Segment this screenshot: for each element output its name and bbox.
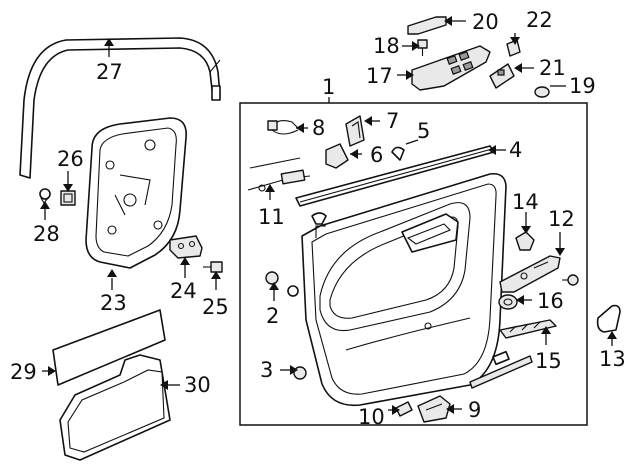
arrow-6 xyxy=(350,149,358,159)
arrow-29 xyxy=(48,366,56,376)
part-5-clip xyxy=(391,146,405,161)
arrow-28 xyxy=(40,201,50,209)
callout-11: 11 xyxy=(258,205,285,229)
arrow-25 xyxy=(211,271,221,279)
callout-12: 12 xyxy=(548,207,575,231)
arrow-26 xyxy=(63,184,73,192)
part-28-push-pin xyxy=(39,188,51,204)
part-lower-weatherstrip xyxy=(469,350,533,389)
callout-6: 6 xyxy=(370,143,383,167)
callout-22: 22 xyxy=(526,8,553,32)
part-20-bezel xyxy=(407,16,447,35)
part-25-bolt xyxy=(203,261,223,273)
callout-28: 28 xyxy=(33,222,60,246)
part-13-cap xyxy=(596,304,621,333)
callout-23: 23 xyxy=(100,291,127,315)
callout-2: 2 xyxy=(266,304,279,328)
callout-9: 9 xyxy=(468,398,481,422)
arrow-7 xyxy=(364,116,372,126)
callout-18: 18 xyxy=(373,34,400,58)
part-1-push-pin xyxy=(311,212,327,225)
part-23-inner-panel xyxy=(85,117,187,269)
part-29-tape-strip xyxy=(52,309,166,386)
part-19-cap xyxy=(534,86,550,98)
callout-25: 25 xyxy=(202,295,229,319)
callout-5: 5 xyxy=(417,119,430,143)
leader-5 xyxy=(405,139,419,145)
part-6-handle xyxy=(325,143,349,169)
callout-30: 30 xyxy=(184,373,211,397)
part-7-handle-cover xyxy=(345,115,365,147)
callout-4: 4 xyxy=(509,138,522,162)
part-21-switch xyxy=(489,63,515,89)
arrow-2 xyxy=(269,282,279,290)
part-2-fastener xyxy=(265,271,299,297)
arrow-16 xyxy=(516,295,524,305)
part-14-switch xyxy=(515,231,535,251)
part-12-screw xyxy=(562,274,579,286)
arrow-30 xyxy=(160,380,168,390)
part-1-door-trim-panel xyxy=(301,172,507,407)
arrow-18 xyxy=(412,41,420,51)
part-12-handle-bezel xyxy=(499,255,561,293)
callout-20: 20 xyxy=(472,10,499,34)
arrow-11 xyxy=(265,184,275,192)
part-16-grommet xyxy=(498,294,518,310)
part-11-release-cable xyxy=(247,157,311,192)
part-30-insulator xyxy=(59,354,171,461)
arrow-23 xyxy=(107,269,117,277)
callout-7: 7 xyxy=(386,109,399,133)
arrow-3 xyxy=(290,365,298,375)
callout-29: 29 xyxy=(10,360,37,384)
arrow-22 xyxy=(510,37,520,45)
arrow-17 xyxy=(406,70,414,80)
part-17-switch-panel xyxy=(411,45,491,91)
part-15-lower-molding xyxy=(499,319,557,339)
arrow-27 xyxy=(104,38,114,46)
arrow-24 xyxy=(180,257,190,265)
part-26-clip xyxy=(60,190,76,206)
arrow-20 xyxy=(444,16,452,26)
callout-3: 3 xyxy=(260,358,273,382)
arrow-10 xyxy=(392,405,400,415)
part-8-wire-harness xyxy=(267,119,299,135)
arrow-14 xyxy=(521,226,531,234)
callout-1: 1 xyxy=(322,75,335,99)
arrow-21 xyxy=(514,63,522,73)
part-27-frame-molding xyxy=(19,37,221,179)
part-9-bracket xyxy=(417,395,451,423)
arrow-9 xyxy=(446,404,454,414)
arrow-4 xyxy=(488,145,496,155)
callout-13: 13 xyxy=(599,347,626,371)
arrow-12 xyxy=(555,248,565,256)
arrow-15 xyxy=(541,326,551,334)
callout-19: 19 xyxy=(569,74,596,98)
callout-8: 8 xyxy=(312,116,325,140)
arrow-8 xyxy=(296,123,304,133)
part-10-clip xyxy=(395,401,413,417)
assembly-frame xyxy=(239,102,588,426)
callout-16: 16 xyxy=(537,289,564,313)
part-24-bracket xyxy=(169,235,203,259)
callout-26: 26 xyxy=(57,147,84,171)
arrow-13 xyxy=(607,331,617,339)
callout-14: 14 xyxy=(512,190,539,214)
callout-10: 10 xyxy=(358,405,385,429)
callout-24: 24 xyxy=(170,279,197,303)
callout-15: 15 xyxy=(535,349,562,373)
part-18-screw xyxy=(417,39,428,56)
callout-17: 17 xyxy=(366,64,393,88)
callout-27: 27 xyxy=(96,60,123,84)
callout-21: 21 xyxy=(539,56,566,80)
